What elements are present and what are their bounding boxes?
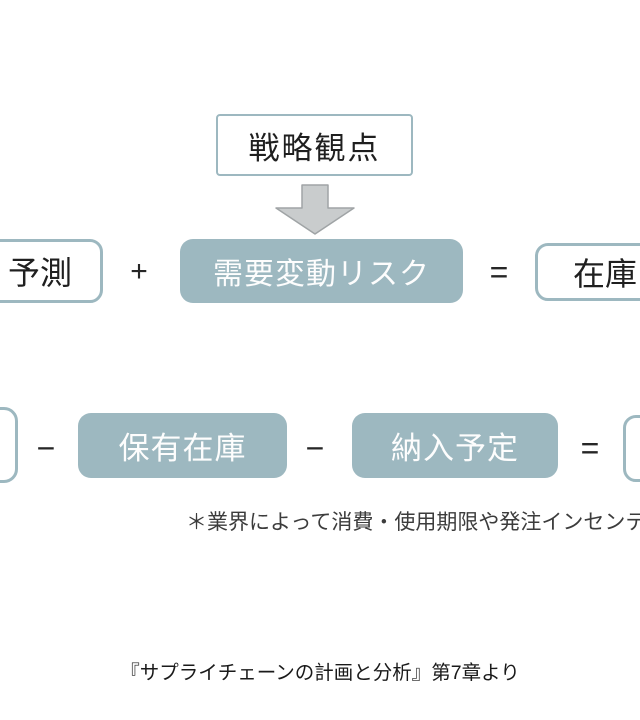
down-arrow-icon	[275, 184, 355, 235]
held-inventory-box-label: 保有在庫	[118, 431, 247, 466]
strategy-box: 戦略観点	[216, 114, 413, 176]
forecast-box-label: 予測	[7, 255, 72, 291]
demand-risk-box-label: 需要変動リスク	[213, 258, 430, 291]
inventory-box-label: 在庫	[573, 256, 638, 292]
minus-operator-2: −	[305, 429, 325, 466]
plus-operator: +	[130, 255, 148, 288]
inventory-box: 在庫	[535, 243, 640, 301]
equals-operator-row1: =	[489, 253, 509, 290]
minus-operator-1: −	[36, 429, 56, 466]
clipped-box-right	[623, 415, 640, 482]
demand-risk-box: 需要変動リスク	[180, 239, 463, 303]
strategy-box-label: 戦略観点	[248, 130, 381, 166]
forecast-box: 予測	[0, 239, 103, 303]
citation: 『サプライチェーンの計画と分析』第7章より	[120, 662, 520, 684]
held-inventory-box: 保有在庫	[78, 413, 287, 478]
footnote: ＊業界によって消費・使用期限や発注インセンティ	[186, 511, 640, 534]
equals-operator-row2: =	[580, 429, 600, 466]
scheduled-delivery-box: 納入予定	[352, 413, 558, 478]
scheduled-delivery-box-label: 納入予定	[391, 431, 519, 466]
clipped-box-left	[0, 407, 18, 483]
